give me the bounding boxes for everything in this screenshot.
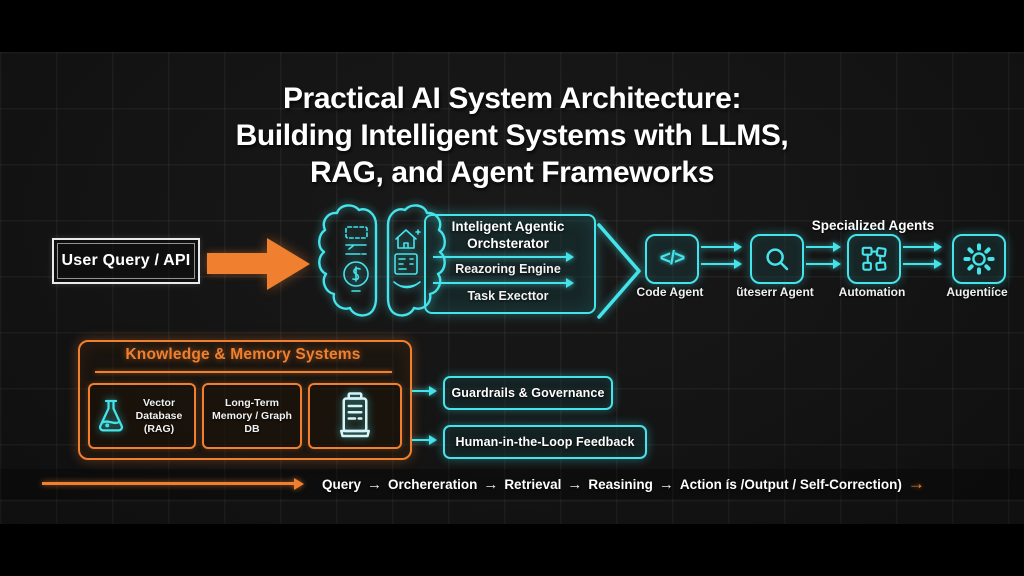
brain-mini-icons <box>343 226 421 292</box>
agents-arrow-1a <box>701 241 742 252</box>
memory-store-box <box>308 383 402 449</box>
automation-agent-label: Automation <box>838 285 906 299</box>
code-icon: </> <box>659 248 686 269</box>
pipeline-separator-icon: → <box>483 475 499 493</box>
pipeline-separator-icon: → <box>367 475 383 493</box>
title-line-3: RAG, and Agent Frameworks <box>310 156 714 189</box>
pipeline-separator-icon: → <box>567 475 583 493</box>
magnifier-icon <box>766 248 789 271</box>
pipeline-end-arrow-icon: → <box>907 474 925 493</box>
task-executor-label: Task Execttor <box>467 289 549 303</box>
pipeline-step: Action ís /Output / Self-Correction) <box>679 476 902 492</box>
page-title: Practical AI System Architecture: Buildi… <box>0 80 1024 191</box>
vector-database-box: Vector Database (RAG) <box>88 383 196 449</box>
reasoning-engine-label: Reazoring Engine <box>455 262 561 276</box>
agents-arrow-3b <box>903 258 942 269</box>
agentic-agent-label: Augentiíce <box>946 285 1008 299</box>
pipeline-lead-arrow-icon <box>42 477 304 490</box>
orchestrator-arrow-2 <box>433 277 574 288</box>
title-line-2: Building Intelligent Systems with LLMS, <box>235 119 789 152</box>
letterbox-bottom <box>0 524 1024 576</box>
research-agent-box <box>750 234 804 284</box>
knowledge-memory-box <box>78 340 412 460</box>
pipeline-step: Query <box>322 476 362 492</box>
orchestrator-title: Inteligent Agentic Orchsterator <box>424 219 592 252</box>
specialized-agents-label: Specialized Agents <box>811 218 935 233</box>
user-query-box: User Query / API <box>52 238 200 284</box>
hitl-box: Human-in-the-Loop Feedback <box>443 425 647 459</box>
agents-arrow-2b <box>806 258 841 269</box>
agents-arrow-3a <box>903 241 942 252</box>
canister-icon <box>340 392 370 438</box>
hitl-label: Human-in-the-Loop Feedback <box>455 435 635 449</box>
agents-arrow-2a <box>806 241 841 252</box>
user-query-label: User Query / API <box>61 252 191 269</box>
orange-arrow-shaft <box>207 253 269 274</box>
agents-arrow-1b <box>701 258 742 269</box>
orchestrator-arrow-1 <box>433 251 574 262</box>
orchestrator-title-line2: Orchsterator <box>467 235 549 251</box>
long-term-memory-box: Long-Term Memory / Graph DB <box>202 383 302 449</box>
knowledge-to-guardrails-arrow <box>412 385 437 396</box>
long-term-memory-label: Long-Term Memory / Graph DB <box>212 396 292 435</box>
code-agent-label: Code Agent <box>636 285 704 299</box>
guardrails-label: Guardrails & Governance <box>451 386 605 400</box>
code-agent-box: </> <box>645 234 699 284</box>
pipeline-step: Retrieval <box>504 476 562 492</box>
knowledge-memory-title: Knowledge & Memory Systems <box>125 346 361 363</box>
flask-icon <box>99 399 123 432</box>
pipeline-step: Orchereration <box>388 476 478 492</box>
research-agent-label: ũteserr Agent <box>736 285 814 299</box>
workflow-icon <box>861 246 887 272</box>
title-line-1: Practical AI System Architecture: <box>282 82 742 115</box>
orange-arrow-icon <box>267 238 310 290</box>
agentic-agent-box <box>952 234 1006 284</box>
brain-icon <box>316 197 448 329</box>
automation-agent-box <box>847 234 901 284</box>
chevron-right-icon <box>597 223 643 319</box>
knowledge-title-underline <box>95 371 392 374</box>
grid-background <box>0 52 1024 524</box>
orchestrator-box <box>424 214 596 314</box>
orchestrator-title-line1: Inteligent Agentic <box>451 219 565 234</box>
guardrails-box: Guardrails & Governance <box>443 376 613 410</box>
vector-database-label: Vector Database (RAG) <box>135 396 183 435</box>
letterbox-top <box>0 0 1024 52</box>
pipeline-separator-icon: → <box>658 475 674 493</box>
gear-icon <box>963 243 995 275</box>
pipeline-step: Reasining <box>588 476 653 492</box>
pipeline-text: Query → Orchereration → Retrieval → Reas… <box>322 474 925 494</box>
knowledge-to-hitl-arrow <box>412 434 437 445</box>
